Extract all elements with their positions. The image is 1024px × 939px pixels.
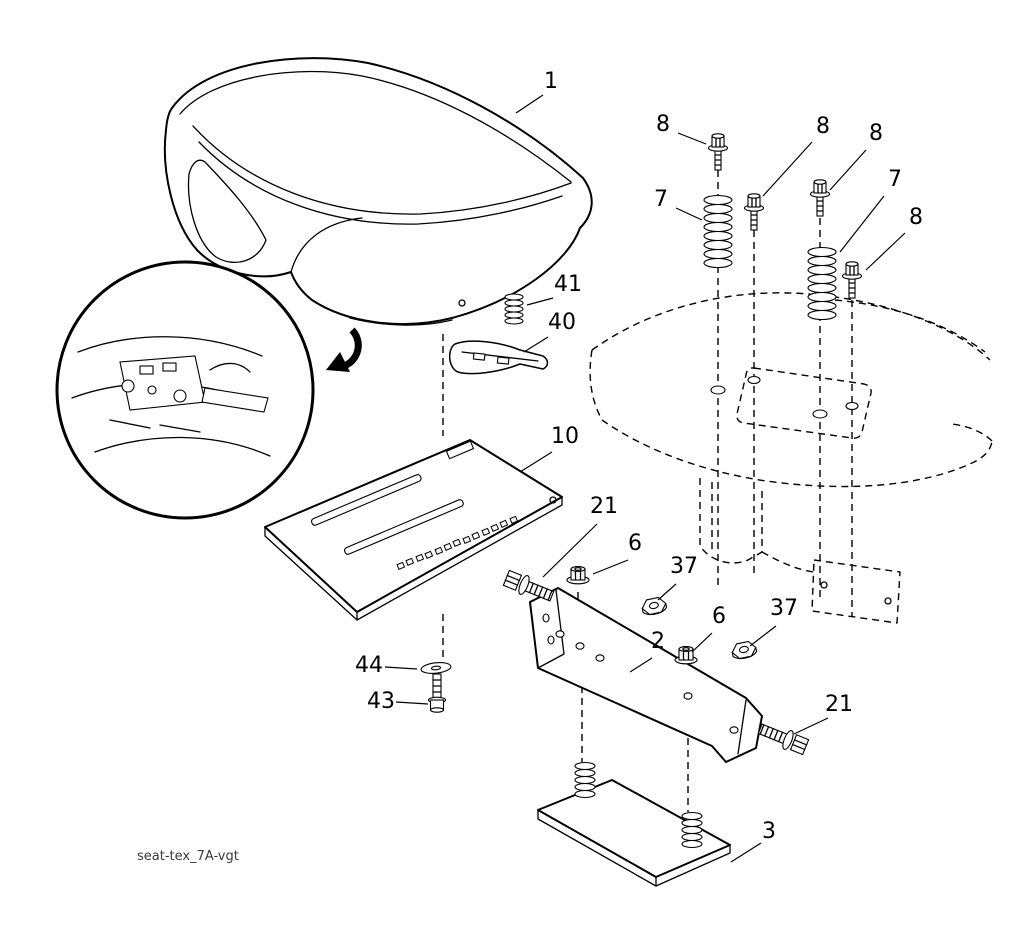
part-1-seat [163,57,593,326]
part-label: 8 [869,121,883,146]
part-label: 8 [909,205,923,230]
callouts: 1 8 8 8 7 7 8 41 [355,69,923,863]
part-7-spring-left [703,194,733,269]
part-label: 8 [656,112,670,137]
callout-37a: 37 [657,554,698,601]
part-3-plate [537,761,731,887]
part-label: 37 [670,554,698,579]
part-label: 6 [712,604,726,629]
part-label: 3 [762,819,776,844]
part-label: 6 [628,531,642,556]
part-label: 43 [367,689,395,714]
callout-44: 44 [355,653,418,678]
part-41-spring [504,293,524,325]
part-7-spring-right [807,246,837,321]
callout-6b: 6 [691,604,726,653]
callout-7a: 7 [654,187,703,221]
part-6-nut-left [566,565,590,585]
callout-40: 40 [523,310,576,353]
detail-arrow-icon [326,327,362,372]
pan-vent-holes [396,515,519,570]
drawing-code: seat-tex_7A-vgt [137,849,239,864]
callout-8c: 8 [829,121,883,191]
part-label: 41 [554,272,582,297]
callout-41: 41 [526,272,582,306]
fender-mounting-holes [710,375,859,419]
callout-10: 10 [519,424,579,473]
callout-8d: 8 [865,205,923,271]
callout-2: 2 [629,629,665,673]
part-label: 37 [770,596,798,621]
callout-21b: 21 [793,692,853,735]
part-label: 40 [548,310,576,335]
callout-1: 1 [515,69,558,114]
part-label: 2 [651,629,665,654]
part-43-bolt [427,673,447,713]
callout-7b: 7 [839,167,902,253]
part-8-bolt-d [841,261,863,299]
part-2-bracket [529,587,763,763]
part-44-washer [420,662,452,674]
part-label: 8 [816,114,830,139]
callout-21a: 21 [542,494,618,578]
part-21-bolt-left [501,567,557,607]
part-21-bolt-right [755,718,811,758]
part-label: 21 [825,692,853,717]
part-8-bolt-b [743,193,765,231]
part-label: 21 [590,494,618,519]
part-40-clip [449,340,549,375]
part-label: 7 [654,187,668,212]
part-label: 1 [544,69,558,94]
part-label: 44 [355,653,383,678]
part-8-bolt-a [707,133,729,171]
detail-inset [55,260,315,520]
part-6-nut-right [674,645,698,665]
tractor-frame-outline [589,292,993,624]
callout-37b: 37 [749,596,798,647]
part-label: 10 [551,424,579,449]
callout-3: 3 [730,819,776,863]
part-8-bolt-c [809,179,831,217]
callout-43: 43 [367,689,429,714]
callout-8a: 8 [656,112,707,145]
callout-8b: 8 [762,114,830,197]
callout-6a: 6 [592,531,642,575]
part-10-seat-pan [264,439,563,621]
part-label: 7 [888,167,902,192]
part-37-flange-nut-left [640,595,668,617]
